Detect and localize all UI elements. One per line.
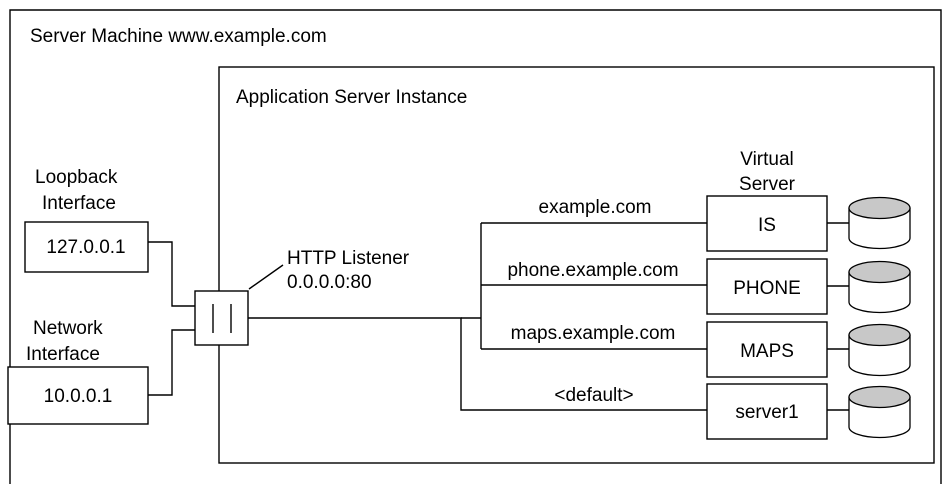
listener-callout-line bbox=[248, 264, 284, 290]
virtual-server-name-maps: MAPS bbox=[740, 341, 794, 362]
route-host-label-is: example.com bbox=[539, 197, 652, 218]
network-connector bbox=[148, 329, 195, 396]
route-host-label-default: <default> bbox=[554, 385, 633, 406]
network-label-line1: Network bbox=[33, 318, 103, 339]
virtual-server-name-phone: PHONE bbox=[733, 278, 801, 299]
server-machine-label: Server Machine www.example.com bbox=[30, 26, 327, 47]
loopback-label-line2: Interface bbox=[42, 193, 116, 214]
disk-icon-default bbox=[848, 385, 911, 439]
listener-label-line2: 0.0.0.0:80 bbox=[287, 272, 372, 293]
virtual-server-box-default bbox=[706, 383, 828, 440]
disk-icon-maps bbox=[848, 323, 911, 377]
route-host-label-phone: phone.example.com bbox=[507, 260, 678, 281]
network-address-box bbox=[7, 366, 149, 425]
network-address: 10.0.0.1 bbox=[44, 386, 113, 407]
virtual-server-box-phone bbox=[706, 258, 828, 315]
loopback-label-line1: Loopback bbox=[35, 167, 118, 188]
listener-label-line1: HTTP Listener bbox=[287, 248, 410, 269]
network-label-line2: Interface bbox=[26, 344, 100, 365]
route-host-label-maps: maps.example.com bbox=[511, 323, 676, 344]
loopback-address-box bbox=[24, 221, 149, 273]
virtual-server-header-line2: Server bbox=[739, 174, 796, 195]
routing-trunk bbox=[248, 317, 707, 411]
virtual-server-header-line1: Virtual bbox=[740, 149, 794, 170]
loopback-address: 127.0.0.1 bbox=[46, 237, 125, 258]
disk-icon-is bbox=[848, 196, 911, 250]
app-server-instance-label: Application Server Instance bbox=[236, 87, 467, 108]
server-machine-frame bbox=[9, 9, 942, 484]
virtual-server-name-is: IS bbox=[758, 215, 776, 236]
virtual-server-name-default: server1 bbox=[735, 402, 798, 423]
virtual-server-box-maps bbox=[706, 321, 828, 378]
http-listener-socket bbox=[194, 290, 249, 346]
disk-icon-phone bbox=[848, 260, 911, 314]
loopback-connector bbox=[148, 241, 195, 307]
